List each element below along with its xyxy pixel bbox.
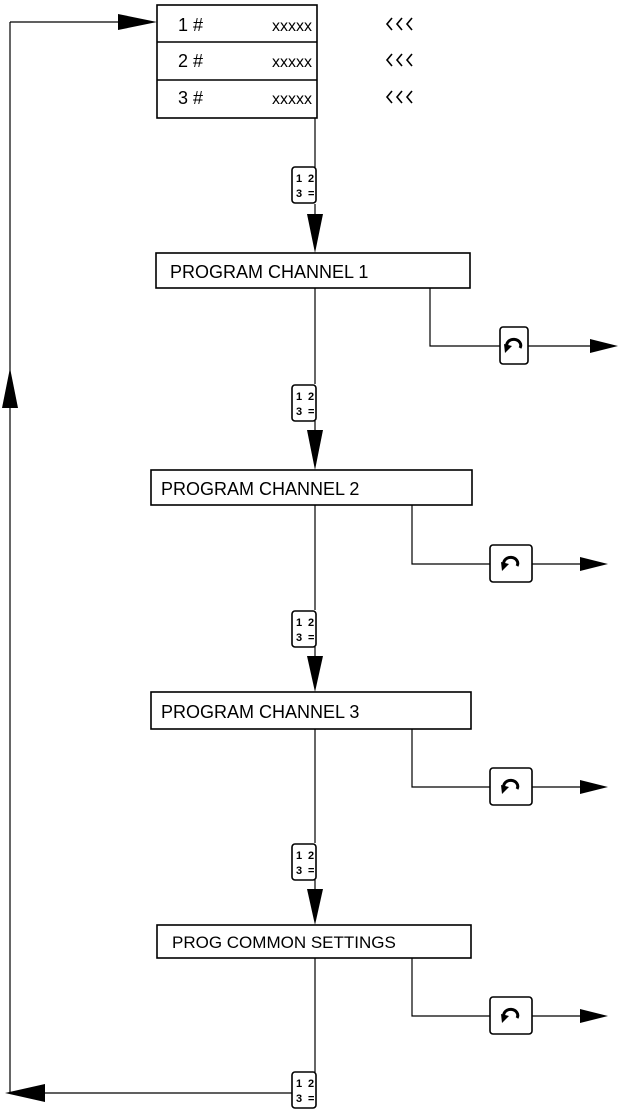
svg-text:3: 3: [296, 865, 302, 877]
signal-indicator-icon: [385, 53, 413, 67]
svg-text:3: 3: [296, 406, 302, 418]
svg-text:3: 3: [296, 188, 302, 200]
step-program-channel-3: PROGRAM CHANNEL 3: [150, 691, 472, 730]
branch-channel-1: [429, 288, 618, 365]
svg-text:=: =: [308, 188, 314, 200]
svg-text:2: 2: [308, 173, 314, 185]
display-row: 3 # xxxxx: [178, 88, 413, 108]
svg-text:3: 3: [296, 632, 302, 644]
channel-value: xxxxx: [272, 18, 312, 35]
display-row: 1 # xxxxx: [178, 15, 413, 35]
branch-channel-3: [411, 729, 608, 806]
svg-text:=: =: [308, 406, 314, 418]
enter-return-icon: [489, 996, 533, 1035]
svg-text:1: 1: [296, 850, 302, 862]
channel-number: 2 #: [178, 51, 203, 71]
svg-text:1: 1: [296, 617, 302, 629]
step-label: PROGRAM CHANNEL 1: [170, 262, 368, 282]
signal-indicator-icon: [385, 90, 413, 104]
svg-text:2: 2: [308, 850, 314, 862]
svg-text:=: =: [308, 1093, 314, 1105]
menu-keypad-icon: 1 2 3 =: [291, 843, 317, 881]
step-label: PROGRAM CHANNEL 3: [161, 702, 359, 722]
svg-text:1: 1: [296, 1078, 302, 1090]
display-panel: 1 # xxxxx 2 # xxxxx 3 # xxxxx: [156, 4, 413, 119]
menu-keypad-icon: 1 2 3 =: [291, 384, 317, 422]
svg-text:=: =: [308, 865, 314, 877]
branch-channel-2: [411, 505, 608, 583]
channel-value: xxxxx: [272, 54, 312, 71]
signal-indicator-icon: [385, 17, 413, 31]
svg-text:3: 3: [296, 1093, 302, 1105]
channel-number: 3 #: [178, 88, 203, 108]
svg-text:2: 2: [308, 1078, 314, 1090]
step-program-channel-1: PROGRAM CHANNEL 1: [155, 252, 471, 289]
menu-keypad-icon: 1 2 3 =: [291, 166, 317, 204]
step-program-channel-2: PROGRAM CHANNEL 2: [150, 469, 473, 506]
loop-back-line: [2, 14, 292, 1102]
svg-text:2: 2: [308, 617, 314, 629]
channel-value: xxxxx: [272, 91, 312, 108]
step-prog-common-settings: PROG COMMON SETTINGS: [156, 924, 472, 959]
enter-return-icon: [489, 544, 533, 583]
svg-text:1: 1: [296, 173, 302, 185]
svg-text:2: 2: [308, 391, 314, 403]
step-label: PROGRAM CHANNEL 2: [161, 479, 359, 499]
enter-return-icon: [499, 326, 529, 365]
enter-return-icon: [489, 767, 533, 806]
channel-number: 1 #: [178, 15, 203, 35]
down-arrows: [307, 214, 323, 925]
menu-keypad-icon: 1 2 3 =: [291, 1071, 317, 1109]
branch-common-settings: [411, 958, 608, 1035]
step-label: PROG COMMON SETTINGS: [172, 933, 396, 952]
svg-text:=: =: [308, 632, 314, 644]
menu-keypad-icon: 1 2 3 =: [291, 610, 317, 648]
display-row: 2 # xxxxx: [178, 51, 413, 71]
svg-text:1: 1: [296, 391, 302, 403]
